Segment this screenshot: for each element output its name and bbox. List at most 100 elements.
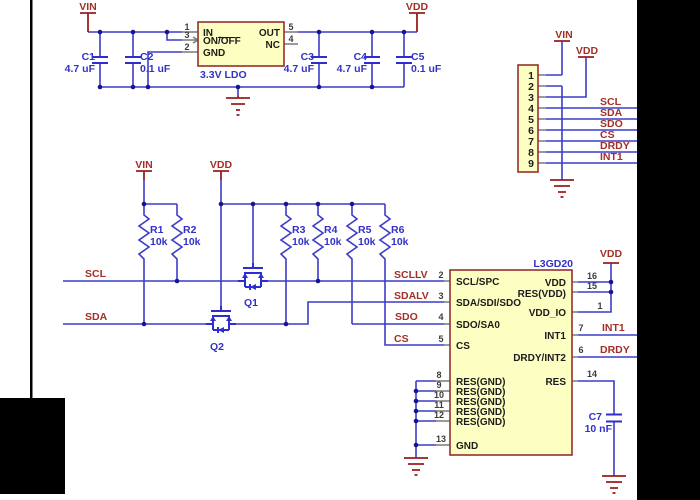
ldo-num-gnd: 2: [184, 42, 189, 52]
r4-ref: R4: [324, 224, 338, 236]
c2-ref: C2: [140, 51, 154, 63]
ldo-num-on: 3: [184, 30, 189, 40]
c7-ref: C7: [589, 411, 603, 423]
ic-pin-gnd: GND: [456, 441, 478, 452]
r4-val: 10k: [324, 236, 342, 248]
net-label-drdy-connector: DRDY: [600, 140, 630, 152]
r6-val: 10k: [391, 236, 409, 248]
ic-num-13: 13: [436, 434, 446, 444]
net-label-cs-ic: CS: [394, 333, 409, 345]
connector-pin-9: 9: [528, 158, 534, 170]
ic-pin-sdo-sa0: SDO/SA0: [456, 320, 500, 331]
ldo-num-in: 1: [184, 22, 189, 32]
ic-pin-resgnd-12: RES(GND): [456, 417, 505, 428]
power-flag-vin-connector: VIN: [555, 29, 573, 41]
ic-pin-vdd: VDD: [545, 278, 566, 289]
gnd-connector: [550, 179, 574, 198]
r2-val: 10k: [183, 236, 201, 248]
capacitor-plates: [92, 56, 622, 423]
ic-part-label: L3GD20: [533, 258, 573, 270]
net-label-cs-connector: CS: [600, 129, 615, 141]
net-label-int1-connector: INT1: [600, 151, 623, 163]
ic-num-2: 2: [438, 270, 443, 280]
matte-bottom-left: [0, 398, 65, 494]
c1-ref: C1: [82, 51, 96, 63]
ic-num-3: 3: [438, 291, 443, 301]
ic-pin-sda-sdi-sdo: SDA/SDI/SDO: [456, 298, 521, 309]
ic-pin-cs: CS: [456, 341, 470, 352]
ic-num-14: 14: [587, 369, 597, 379]
power-flag-bars: [80, 12, 619, 264]
c4-ref: C4: [354, 51, 368, 63]
net-label-sdo-ic: SDO: [395, 311, 418, 323]
q1-ref: Q1: [244, 297, 258, 309]
power-flag-vdd-top: VDD: [406, 1, 429, 13]
ic-pin-resgnd-8: RES(GND): [456, 377, 505, 388]
junction-dots: [97, 29, 614, 448]
resistor-r5: [345, 204, 359, 324]
ic-num-6: 6: [578, 345, 583, 355]
r3-val: 10k: [292, 236, 310, 248]
gnd-c7: [602, 475, 626, 494]
power-flag-vdd-connector: VDD: [576, 45, 599, 57]
gnd-ldo: [226, 96, 250, 116]
ic-pin-int1: INT1: [544, 331, 566, 342]
ic-pin-resgnd-9: RES(GND): [456, 387, 505, 398]
net-label-scl-connector: SCL: [600, 96, 622, 108]
c3-val: 4.7 uF: [284, 63, 315, 75]
connector-pin-1: 1: [528, 70, 534, 82]
c7-val: 10 nF: [585, 423, 613, 435]
power-flag-vin-top: VIN: [79, 1, 97, 13]
mosfet-q2: [206, 306, 236, 333]
r3-ref: R3: [292, 224, 306, 236]
c2-val: 0.1 uF: [140, 63, 171, 75]
resistor-r2: [170, 204, 184, 281]
resistor-r1: [137, 204, 151, 324]
resistor-r6: [378, 204, 444, 346]
ldo-num-nc: 4: [288, 34, 293, 44]
connector-pin-6: 6: [528, 125, 534, 137]
net-label-sda: SDA: [85, 311, 108, 323]
gnd-ic: [404, 457, 428, 476]
r5-val: 10k: [358, 236, 376, 248]
r2-ref: R2: [183, 224, 197, 236]
net-label-scl: SCL: [85, 268, 107, 280]
net-label-scllv: SCLLV: [394, 269, 428, 281]
ic-pin-res-vdd: RES(VDD): [518, 289, 566, 300]
c4-val: 4.7 uF: [337, 63, 368, 75]
ic-num-7: 7: [578, 323, 583, 333]
ldo-body: [197, 21, 285, 67]
ldo-pin-gnd: GND: [203, 48, 225, 59]
ldo-label: 3.3V LDO: [200, 69, 247, 81]
ic-num-10: 10: [434, 390, 444, 400]
ic-pin-vdd-io: VDD_IO: [529, 308, 566, 319]
ic-num-15: 15: [587, 281, 597, 291]
ldo-num-out: 5: [288, 22, 293, 32]
c5-val: 0.1 uF: [411, 63, 442, 75]
ic-pin-scl-spc: SCL/SPC: [456, 277, 499, 288]
ldo-pin-onoff: ON/OFF: [203, 36, 241, 47]
r6-ref: R6: [391, 224, 405, 236]
ldo-pin-nc: NC: [266, 40, 280, 51]
ic-pin-drdy-int2: DRDY/INT2: [513, 353, 566, 364]
net-label-sdalv: SDALV: [394, 290, 429, 302]
connector-pin-5: 5: [528, 114, 534, 126]
ic-num-11: 11: [434, 400, 444, 410]
ic-num-5: 5: [438, 334, 443, 344]
net-label-sdo-connector: SDO: [600, 118, 623, 130]
pin-stubs: [182, 31, 578, 446]
ic-num-8: 8: [436, 370, 441, 380]
ic-num-16: 16: [587, 271, 597, 281]
connector-pin-3: 3: [528, 92, 534, 104]
ic-pin-resgnd-11: RES(GND): [456, 407, 505, 418]
connector-body: [517, 64, 539, 173]
ic-num-9: 9: [436, 380, 441, 390]
r5-ref: R5: [358, 224, 372, 236]
ic-pin-resgnd-10: RES(GND): [456, 397, 505, 408]
r1-ref: R1: [150, 224, 164, 236]
page-border-line: [30, 0, 33, 398]
ic-num-1: 1: [597, 301, 602, 311]
ldo-pin-in: IN: [203, 28, 213, 39]
